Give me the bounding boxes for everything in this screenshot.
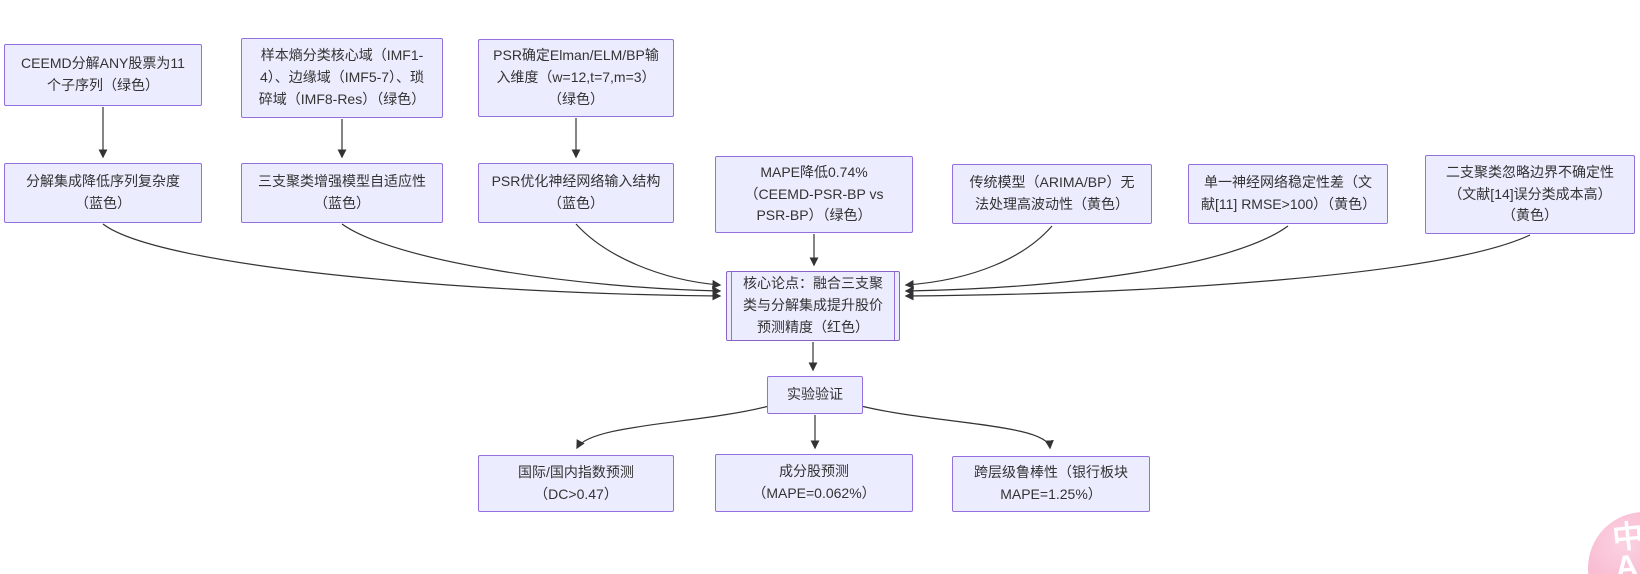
- edge-b7-core: [904, 234, 1531, 301]
- node-traditional-model-limits: 传统模型（ARIMA/BP）无法处理高波动性（黄色）: [952, 164, 1152, 224]
- core-thesis-label: 核心论点：融合三支聚类与分解集成提升股价预测精度（红色）: [727, 272, 899, 340]
- node-three-way-clustering-adaptivity: 三支聚类增强模型自适应性（蓝色）: [241, 163, 443, 223]
- node-index-forecast: 国际/国内指数预测（DC>0.47）: [478, 455, 674, 512]
- edge-b5-core: [904, 225, 1053, 289]
- node-psr-optimizes-input: PSR优化神经网络输入结构（蓝色）: [478, 163, 674, 223]
- edge-exp-c3: [860, 405, 1054, 450]
- node-psr-input-dimension: PSR确定Elman/ELM/BP输入维度（w=12,t=7,m=3）（绿色）: [478, 39, 674, 117]
- node-sample-entropy-domains: 样本熵分类核心域（IMF1-4）、边缘域（IMF5-7）、琐碎域（IMF8-Re…: [241, 38, 443, 118]
- node-ceemd-decompose: CEEMD分解ANY股票为11个子序列（绿色）: [4, 44, 202, 106]
- node-experiment-validation: 实验验证: [767, 376, 863, 414]
- edge-b2-core: [341, 223, 722, 296]
- node-two-way-clustering-limits: 二支聚类忽略边界不确定性（文献[14]误分类成本高）（黄色）: [1425, 155, 1635, 234]
- node-mape-reduction: MAPE降低0.74%（CEEMD-PSR-BP vs PSR-BP）（绿色）: [715, 156, 913, 233]
- edge-b3-core: [575, 223, 722, 289]
- node-cross-level-robustness: 跨层级鲁棒性（银行板块MAPE=1.25%）: [952, 456, 1150, 512]
- translate-icon: 中A: [1610, 517, 1640, 574]
- edge-b1-core: [102, 223, 722, 301]
- edge-b6-core: [904, 225, 1289, 296]
- node-core-thesis: 核心论点：融合三支聚类与分解集成提升股价预测精度（红色）: [726, 271, 900, 341]
- node-decomposition-reduces-complexity: 分解集成降低序列复杂度（蓝色）: [4, 163, 202, 223]
- node-single-nn-instability: 单一神经网络稳定性差（文献[11] RMSE>100）（黄色）: [1188, 164, 1388, 224]
- node-constituent-stock-forecast: 成分股预测（MAPE=0.062%）: [715, 454, 913, 512]
- edge-exp-c1: [576, 405, 770, 450]
